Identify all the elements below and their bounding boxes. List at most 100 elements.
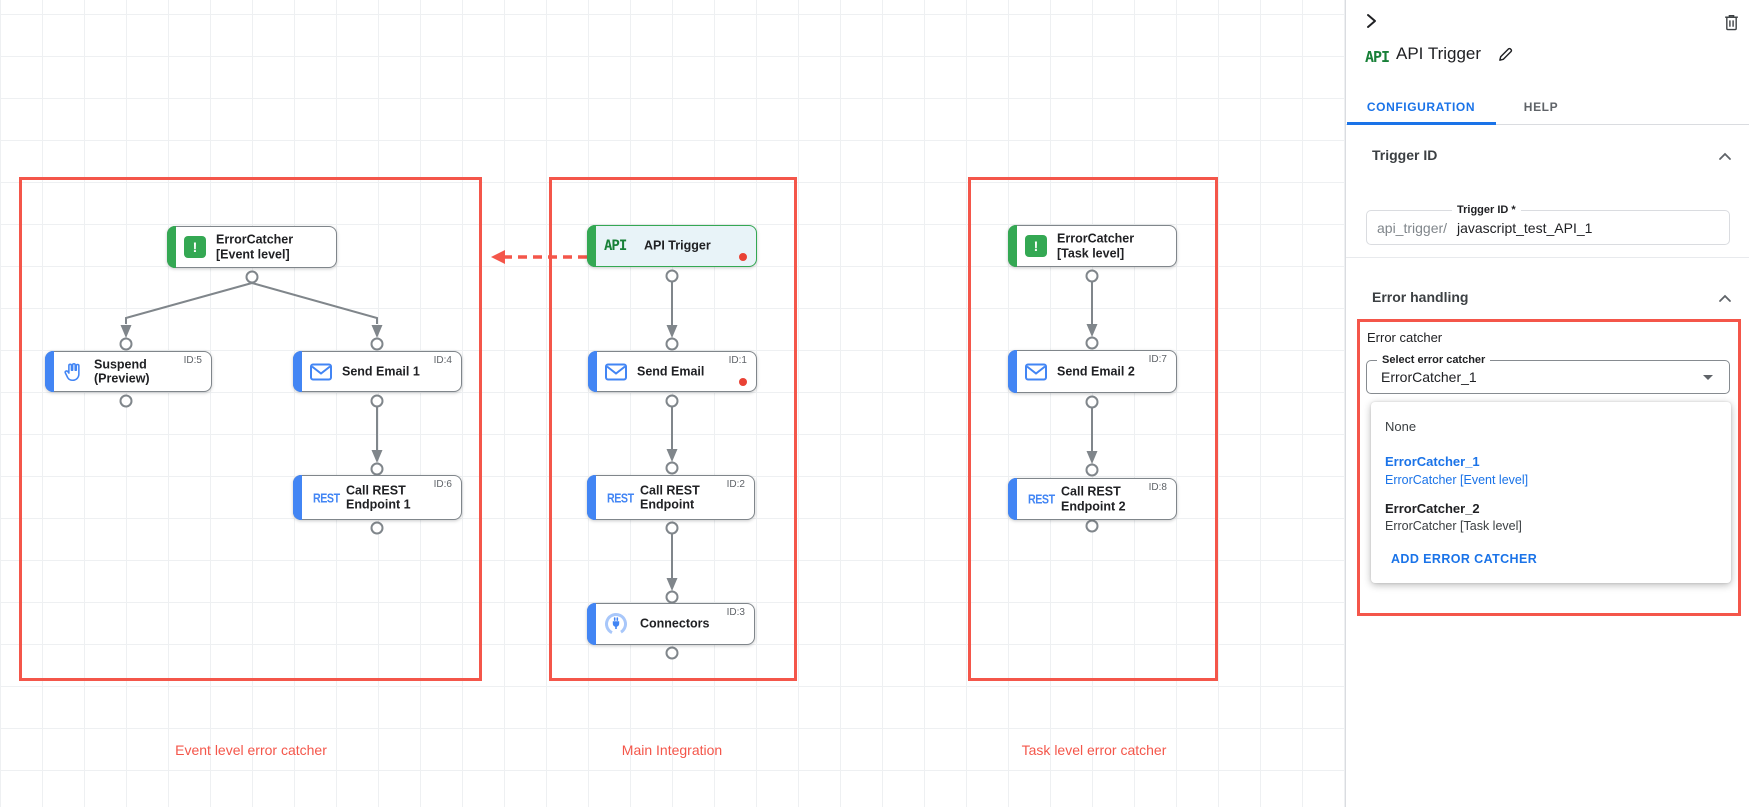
task-id: ID:3 (726, 607, 745, 618)
node-call-rest-endpoint-2[interactable]: REST Call REST Endpoint 2 ID:8 (1008, 478, 1177, 520)
dropdown-option-errorcatcher-1[interactable]: ErrorCatcher_1 (1385, 454, 1480, 469)
group-event-level-error-catcher (19, 177, 482, 681)
panel-title: API Trigger (1396, 44, 1482, 63)
section-divider (1346, 257, 1749, 258)
rest-icon: REST (312, 490, 340, 505)
add-error-catcher-button[interactable]: ADD ERROR CATCHER (1391, 552, 1538, 566)
dropdown-option-errorcatcher-1-subtitle[interactable]: ErrorCatcher [Event level] (1385, 473, 1529, 487)
dropdown-option-errorcatcher-2[interactable]: ErrorCatcher_2 (1385, 501, 1480, 516)
group-label-task-level: Task level error catcher (1021, 742, 1167, 758)
error-indicator-dot (739, 253, 747, 261)
node-title: Send Email (637, 364, 705, 379)
error-catcher-highlight (1357, 319, 1741, 616)
node-accent-bar (587, 225, 596, 267)
trigger-id-prefix: api_trigger/ (1377, 219, 1448, 236)
node-title: Send Email 2 (1057, 364, 1135, 379)
node-title: ErrorCatcher [Event level] (216, 232, 294, 261)
chevron-right-icon (1367, 14, 1376, 28)
dropdown-option-none[interactable]: None (1385, 419, 1417, 434)
task-id: ID:2 (726, 479, 745, 490)
connector-lines (125, 282, 1093, 578)
group-main-integration (549, 177, 797, 681)
section-trigger-id: Trigger ID (1372, 147, 1438, 163)
connector-layer (119, 250, 1099, 660)
node-accent-bar (293, 475, 302, 520)
node-call-rest-endpoint-1[interactable]: REST Call REST Endpoint 1 ID:6 (293, 475, 462, 520)
node-send-email-2[interactable]: Send Email 2 ID:7 (1008, 350, 1177, 393)
task-id: ID:8 (1148, 482, 1167, 493)
delete-trigger-button[interactable] (1722, 14, 1740, 34)
collapse-section-icon[interactable] (1718, 151, 1732, 161)
api-trigger-icon: API (1365, 48, 1390, 66)
collapse-section-icon[interactable] (1718, 293, 1732, 303)
error-catcher-icon: ! (1025, 235, 1047, 257)
trigger-id-input[interactable]: javascript_test_API_1 (1457, 219, 1593, 236)
api-trigger-icon: API (604, 238, 627, 254)
node-ports[interactable] (119, 269, 1099, 660)
node-title: API Trigger (644, 238, 711, 253)
node-accent-bar (167, 226, 176, 268)
trigger-id-field-label: Trigger ID * (1452, 204, 1521, 216)
node-send-email-1[interactable]: Send Email 1 ID:4 (293, 351, 462, 392)
node-accent-bar (1008, 350, 1017, 393)
trigger-id-field[interactable]: Trigger ID * api_trigger/ javascript_tes… (1366, 204, 1730, 245)
collapse-panel-button[interactable] (1361, 12, 1381, 32)
group-label-event-level: Event level error catcher (175, 742, 327, 758)
email-icon (310, 363, 332, 380)
node-title: Send Email 1 (342, 364, 420, 379)
task-id: ID:7 (1148, 354, 1167, 365)
node-errorcatcher-task-level[interactable]: ! ErrorCatcher [Task level] (1008, 225, 1177, 267)
arrowheads (120, 324, 1098, 591)
node-accent-bar (45, 351, 54, 392)
node-title: ErrorCatcher [Task level] (1057, 231, 1135, 260)
node-errorcatcher-event-level[interactable]: ! ErrorCatcher [Event level] (167, 226, 337, 268)
error-catcher-edge (491, 250, 587, 264)
node-connectors[interactable]: Connectors ID:3 (587, 603, 755, 645)
error-catcher-select[interactable]: Select error catcher ErrorCatcher_1 (1366, 354, 1730, 394)
select-error-catcher-label: Select error catcher (1377, 354, 1491, 366)
node-api-trigger[interactable]: API API Trigger (587, 225, 757, 267)
group-label-main-integration: Main Integration (621, 742, 723, 758)
error-catcher-dropdown: None ErrorCatcher_1 ErrorCatcher [Event … (1371, 402, 1731, 583)
node-title: Call REST Endpoint (640, 482, 700, 512)
email-icon (1025, 363, 1047, 380)
edit-title-button[interactable] (1495, 46, 1515, 66)
node-accent-bar (1008, 478, 1017, 520)
node-accent-bar (588, 351, 597, 392)
integration-canvas[interactable]: Event level error catcher Main Integrati… (0, 0, 1345, 807)
node-accent-bar (587, 603, 596, 645)
error-catcher-icon: ! (184, 236, 206, 258)
trash-icon (1724, 15, 1738, 31)
node-accent-bar (293, 351, 302, 392)
rest-icon: REST (606, 490, 634, 505)
error-indicator-dot (739, 378, 747, 386)
tab-configuration[interactable]: CONFIGURATION (1366, 99, 1476, 114)
active-tab-indicator (1347, 122, 1496, 125)
selected-error-catcher: ErrorCatcher_1 (1381, 369, 1477, 385)
dropdown-option-errorcatcher-2-subtitle[interactable]: ErrorCatcher [Task level] (1385, 519, 1522, 533)
section-error-handling: Error handling (1372, 289, 1469, 305)
node-send-email[interactable]: Send Email ID:1 (588, 351, 757, 392)
hand-icon (62, 361, 84, 383)
connectors-icon (604, 612, 628, 636)
node-title: Connectors (640, 616, 710, 631)
error-catcher-label: Error catcher (1367, 330, 1443, 345)
task-id: ID:6 (433, 479, 452, 490)
node-title: Call REST Endpoint 2 (1061, 484, 1126, 513)
node-title: Suspend (Preview) (94, 356, 150, 386)
task-id: ID:1 (728, 355, 747, 366)
tab-help[interactable]: HELP (1523, 99, 1559, 114)
config-panel: API API Trigger CONFIGURATION HELP Trigg… (1345, 0, 1749, 807)
task-id: ID:5 (183, 355, 202, 366)
node-accent-bar (587, 475, 596, 520)
node-call-rest-endpoint[interactable]: REST Call REST Endpoint ID:2 (587, 475, 755, 520)
rest-icon: REST (1027, 491, 1055, 507)
node-suspend[interactable]: Suspend (Preview) ID:5 (45, 351, 212, 392)
panel-tabs: CONFIGURATION HELP (1346, 88, 1749, 125)
node-accent-bar (1008, 225, 1017, 267)
dropdown-caret-icon (1703, 375, 1713, 380)
pencil-icon (1498, 47, 1512, 61)
node-title: Call REST Endpoint 1 (346, 482, 411, 512)
task-id: ID:4 (433, 355, 452, 366)
